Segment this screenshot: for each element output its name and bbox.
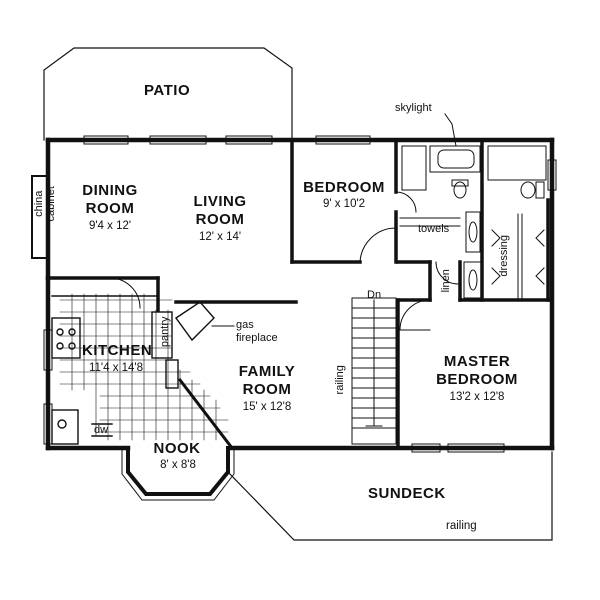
family-room-label-line2: ROOM [242, 381, 292, 398]
sundeck-label: SUNDECK [368, 485, 446, 502]
family-room-label-line1: FAMILY [238, 363, 296, 380]
living-room-label-line1: LIVING [193, 193, 247, 210]
dining-room-label-line1: DINING [82, 182, 138, 199]
stairs [351, 297, 397, 445]
family-room-size: 15' x 12'8 [242, 401, 292, 413]
living-room-size: 12' x 14' [198, 231, 242, 243]
kitchen-size: 11'4 x 14'8 [88, 362, 144, 374]
kitchen-counters [51, 295, 179, 445]
master-bedroom-label-line1: MASTER [443, 353, 511, 370]
bedroom-label: BEDROOM [303, 179, 385, 196]
kitchen-label: KITCHEN [82, 342, 153, 359]
windows [43, 135, 557, 453]
patio-outline [43, 47, 293, 141]
towels-label: towels [418, 223, 450, 235]
master-bedroom-size: 13'2 x 12'8 [449, 391, 505, 403]
fireplace-label: fireplace [236, 332, 278, 344]
gas-label: gas [236, 319, 254, 331]
kitchen-tile-floor [59, 293, 229, 441]
china-cabinet-label-line2: cabinet [45, 186, 58, 222]
gas-fireplace-unit [175, 301, 215, 342]
living-room-label-line2: ROOM [195, 211, 245, 228]
linen-label: linen [440, 269, 453, 293]
bedroom-size: 9' x 10'2 [322, 198, 366, 210]
dressing-closets [491, 213, 545, 299]
master-bedroom-label-line2: BEDROOM [436, 371, 518, 388]
deck-railing-label: railing [446, 520, 477, 532]
nook-bay [126, 446, 230, 496]
dishwasher-label: dw [94, 424, 109, 436]
door-swings [109, 191, 459, 331]
bath-fixtures [399, 145, 547, 299]
nook-size: 8' x 8'8 [160, 459, 196, 471]
angled-wall [177, 377, 235, 451]
stair-railing-label: railing [334, 365, 347, 395]
patio-label: PATIO [144, 82, 191, 99]
china-cabinet-box [31, 175, 49, 259]
dining-room-size: 9'4 x 12' [88, 220, 132, 232]
china-cabinet-label-line1: china [33, 190, 46, 217]
sundeck-outline [227, 451, 553, 541]
dressing-label: dressing [498, 234, 511, 277]
dining-room-label-line2: ROOM [85, 200, 135, 217]
exterior-walls [45, 137, 555, 451]
nook-label: NOOK [153, 440, 201, 457]
skylight-label: skylight [395, 102, 432, 114]
stair-down-label: Dn [367, 289, 382, 301]
pantry-label: pantry [159, 316, 172, 348]
